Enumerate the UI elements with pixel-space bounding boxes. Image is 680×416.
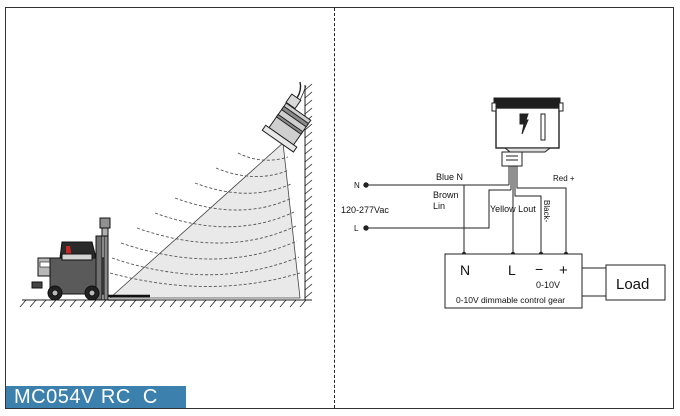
lin-wire-label: Lin	[433, 201, 445, 211]
wiring-labels: N L 120-277Vac Blue N Brown Lin Yellow L…	[341, 172, 649, 305]
driver-plus-label: +	[559, 262, 568, 279]
driver-caption: 0-10V dimmable control gear	[456, 295, 565, 305]
line-input-wire	[368, 189, 511, 229]
load-box	[605, 264, 666, 301]
l-input-label: L	[354, 224, 359, 233]
driver-minus-label: −	[535, 261, 543, 277]
load-label: Load	[616, 276, 649, 293]
installation-scene	[19, 81, 313, 308]
n-input-terminal	[363, 182, 369, 188]
floor	[19, 299, 312, 308]
wiring-diagram	[363, 97, 666, 309]
red-wire-label: Red +	[553, 174, 575, 183]
dim-minus-wire	[514, 182, 542, 254]
detection-cone	[108, 142, 301, 299]
yellow-wire-label: Yellow Lout	[490, 204, 536, 214]
driver-range-label: 0-10V	[536, 280, 560, 290]
voltage-label: 120-277Vac	[341, 205, 389, 215]
blue-wire-label: Blue N	[436, 172, 463, 182]
model-label: MC054V RC C	[6, 386, 186, 408]
driver-n-label: N	[460, 262, 470, 278]
detection-arcs	[109, 152, 301, 287]
diagram-frame	[5, 7, 674, 409]
wall-fixture	[261, 81, 312, 153]
forklift	[31, 217, 150, 301]
dim-plus-wire	[516, 182, 567, 254]
brown-wire-label: Brown	[433, 190, 459, 200]
l-input-terminal	[363, 225, 369, 231]
sensor-unit	[491, 97, 564, 182]
control-gear-box	[444, 253, 583, 309]
driver-l-label: L	[508, 262, 516, 278]
black-wire-label: Black-	[542, 200, 551, 223]
n-input-label: N	[354, 181, 360, 190]
section-divider	[334, 8, 335, 408]
